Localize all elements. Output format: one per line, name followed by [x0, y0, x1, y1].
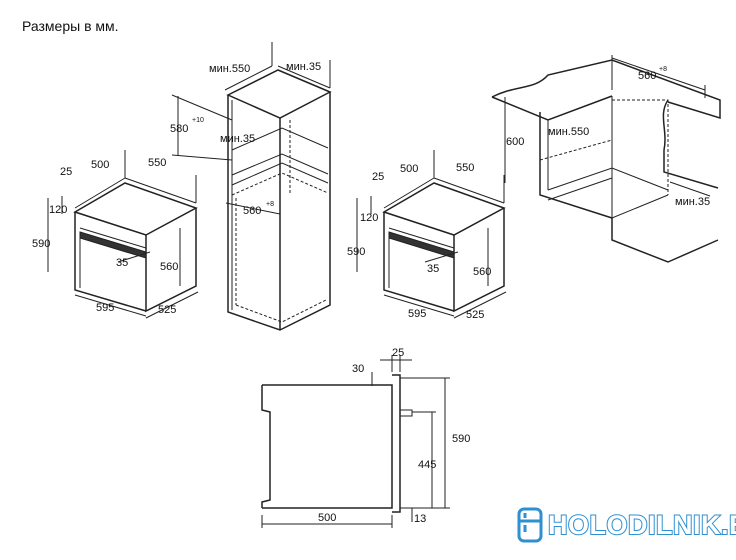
dim-525-mid: 525 — [466, 309, 484, 321]
dim-590-mid: 590 — [347, 246, 365, 258]
dim-30: 30 — [352, 363, 364, 375]
dim-445: 445 — [418, 459, 436, 471]
brand-logo: HOLODILNIK.BY — [516, 505, 736, 545]
dim-25-side: 25 — [392, 347, 404, 359]
dim-560: 560 — [160, 261, 178, 273]
dim-min35-top: мин.35 — [286, 61, 321, 73]
dim-500-mid: 500 — [400, 163, 418, 175]
fridge-icon — [517, 507, 543, 543]
dim-35-mid: 35 — [427, 263, 439, 275]
dim-500: 500 — [91, 159, 109, 171]
dim-590-side: 590 — [452, 433, 470, 445]
dim-590: 590 — [32, 238, 50, 250]
side-profile — [261, 355, 450, 528]
dim-min35-uc: мин.35 — [675, 196, 710, 208]
page-title: Размеры в мм. — [22, 18, 119, 34]
dim-560-uc: 560 — [638, 70, 656, 82]
dim-120: 120 — [49, 204, 67, 216]
dim-min550-uc: мин.550 — [548, 126, 589, 138]
dim-25: 25 — [60, 166, 72, 178]
dim-560-col: 560 — [243, 205, 261, 217]
dim-500-side: 500 — [318, 512, 336, 524]
oven-mid — [356, 150, 507, 319]
tall-column — [171, 42, 332, 331]
dim-35: 35 — [116, 257, 128, 269]
brand-name: HOLODILNIK.BY — [547, 509, 736, 541]
sup-8: +8 — [266, 201, 274, 208]
dim-560-mid: 560 — [473, 266, 491, 278]
dim-580: 580 — [170, 123, 188, 135]
dim-525: 525 — [158, 304, 176, 316]
dim-13: 13 — [414, 513, 426, 525]
dim-120-mid: 120 — [360, 212, 378, 224]
dim-595-mid: 595 — [408, 308, 426, 320]
dim-min550: мин.550 — [209, 63, 250, 75]
oven-left — [47, 150, 199, 319]
dim-25-mid: 25 — [372, 171, 384, 183]
sup-8-uc: +8 — [659, 66, 667, 73]
dim-550: 550 — [148, 157, 166, 169]
dim-600: 600 — [506, 136, 524, 148]
dim-595: 595 — [96, 302, 114, 314]
under-counter — [491, 55, 721, 263]
dim-550-mid: 550 — [456, 162, 474, 174]
sup-10: +10 — [192, 117, 204, 124]
dim-min35-mid: мин.35 — [220, 133, 255, 145]
